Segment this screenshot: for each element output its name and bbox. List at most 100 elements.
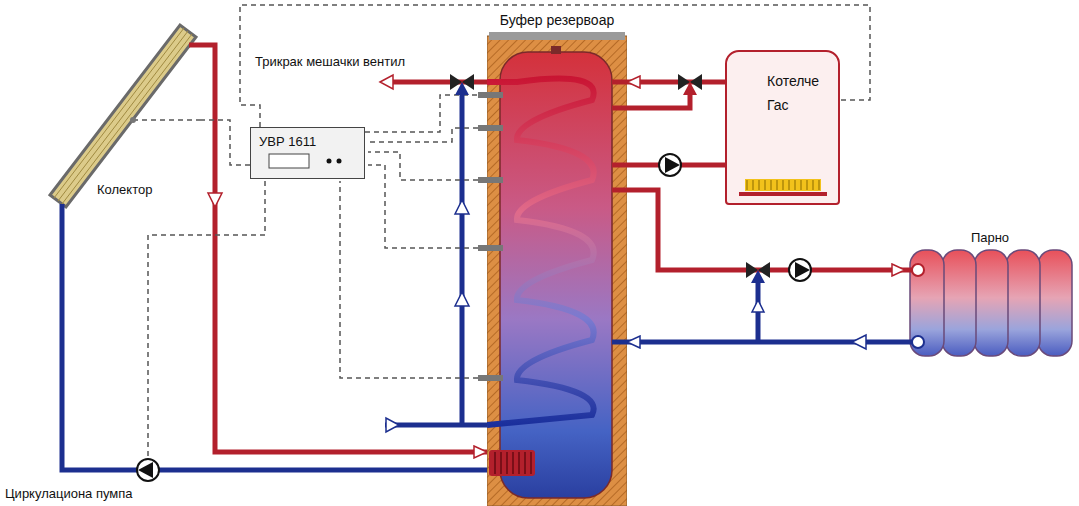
sensor-wire [368, 165, 478, 248]
heater-coil [530, 452, 532, 474]
valve-label: Трикрак мешачки вентил [255, 54, 405, 70]
radiator: Парно [905, 228, 1075, 358]
burner-plate [739, 192, 827, 196]
component-label: Колектор [97, 182, 152, 198]
heater-coil [489, 450, 535, 476]
temperature-sensor [130, 117, 136, 123]
heat-exchanger-coil [487, 79, 594, 425]
collector-tube [58, 31, 188, 201]
radiator-outlet [912, 336, 924, 348]
radiator-section [1006, 250, 1040, 356]
pipe-stub [612, 340, 627, 345]
heater-coil [524, 452, 526, 474]
component-label: Котелче Гас [767, 70, 833, 118]
flow-arrow [386, 418, 399, 432]
heater-coil [512, 452, 514, 474]
three-way-valve [455, 82, 469, 95]
pump-label: Циркулациона пумпа [5, 486, 133, 502]
burner-flame [777, 180, 778, 190]
sensor-wire [340, 181, 478, 378]
burner-flame [807, 180, 808, 190]
burner-flame [759, 180, 760, 190]
radiator-inlet [912, 264, 924, 276]
tank-cover [489, 32, 625, 40]
flow-arrow [455, 200, 469, 214]
signal-wire [200, 120, 250, 165]
temperature-sensor [487, 375, 503, 381]
flow-arrow [455, 292, 469, 306]
component-label: УВР 1611 [259, 134, 316, 150]
bypass-pipe [460, 92, 465, 425]
radiator-section [974, 250, 1008, 356]
radiator-drawing [905, 228, 1075, 358]
pump-symbol [137, 459, 159, 481]
burner-flame [789, 180, 790, 190]
component-label: Буфер резервоар [500, 12, 614, 30]
label-anchor: Трикрак мешачки вентил [255, 52, 405, 70]
tank-fitting [551, 46, 561, 54]
heater-coil [506, 452, 508, 474]
temperature-sensor [487, 177, 503, 183]
connector-group [62, 5, 905, 470]
burner-flame [813, 180, 814, 190]
pipe-stub [60, 204, 65, 215]
flow-arrow [752, 300, 764, 312]
tank-insulation [487, 36, 627, 506]
pipe-stub [612, 188, 627, 193]
temperature-sensor [487, 245, 503, 251]
signal-wire [365, 95, 487, 132]
radiator-section [942, 250, 976, 356]
burner-flame [801, 180, 802, 190]
pump-symbol [795, 262, 810, 278]
tank-vessel [500, 52, 612, 498]
pump-symbol [659, 154, 681, 176]
solar-supply-pipe [200, 45, 487, 452]
solar-return-pipe [62, 215, 487, 470]
burner-flame [819, 180, 820, 190]
boiler-flow-pipe [627, 80, 725, 85]
controller-display [269, 154, 309, 168]
controller-button [337, 159, 342, 164]
solar-collector: Колектор [0, 10, 200, 215]
heater-coil [494, 452, 496, 474]
pipe-stub [612, 106, 627, 111]
temperature-sensor [487, 92, 503, 98]
radiator-section [910, 250, 944, 356]
controller-box: УВР 1611 [250, 127, 365, 179]
sensor-wire [133, 119, 200, 121]
label-anchor: Циркулациона пумпа [5, 484, 133, 502]
heater-coil [500, 452, 502, 474]
radiator-section [1038, 250, 1072, 356]
temperature-sensor [487, 125, 503, 131]
three-way-valve [751, 270, 765, 283]
collector-tube [54, 28, 184, 198]
pump-symbol [665, 157, 680, 173]
burner-flame [783, 180, 784, 190]
three-way-valve [683, 82, 697, 95]
pipe-stub [612, 163, 627, 168]
component-label: Парно [971, 230, 1009, 246]
boiler-branch-pipe [627, 94, 690, 108]
sensor-wire [368, 128, 478, 142]
flow-arrow [852, 335, 866, 349]
burner-flame [765, 180, 766, 190]
collector-panel [50, 25, 196, 207]
burner-flame [771, 180, 772, 190]
burner-flame [745, 179, 821, 191]
tank-drawing [487, 10, 627, 506]
flow-arrow [208, 193, 222, 207]
heater-coil [518, 452, 520, 474]
buffer-tank: Буфер резервоар [487, 10, 627, 506]
flow-arrow [380, 75, 393, 89]
controller-button [327, 159, 332, 164]
burner-flame [753, 180, 754, 190]
pump-control-wire [148, 181, 265, 459]
pipe-stub [612, 80, 627, 85]
gas-boiler: Котелче Гас [725, 50, 840, 205]
pump-symbol [789, 259, 811, 281]
pump-symbol [138, 462, 153, 478]
collector-tube [62, 34, 192, 204]
burner-flame [747, 180, 748, 190]
burner-flame [795, 180, 796, 190]
